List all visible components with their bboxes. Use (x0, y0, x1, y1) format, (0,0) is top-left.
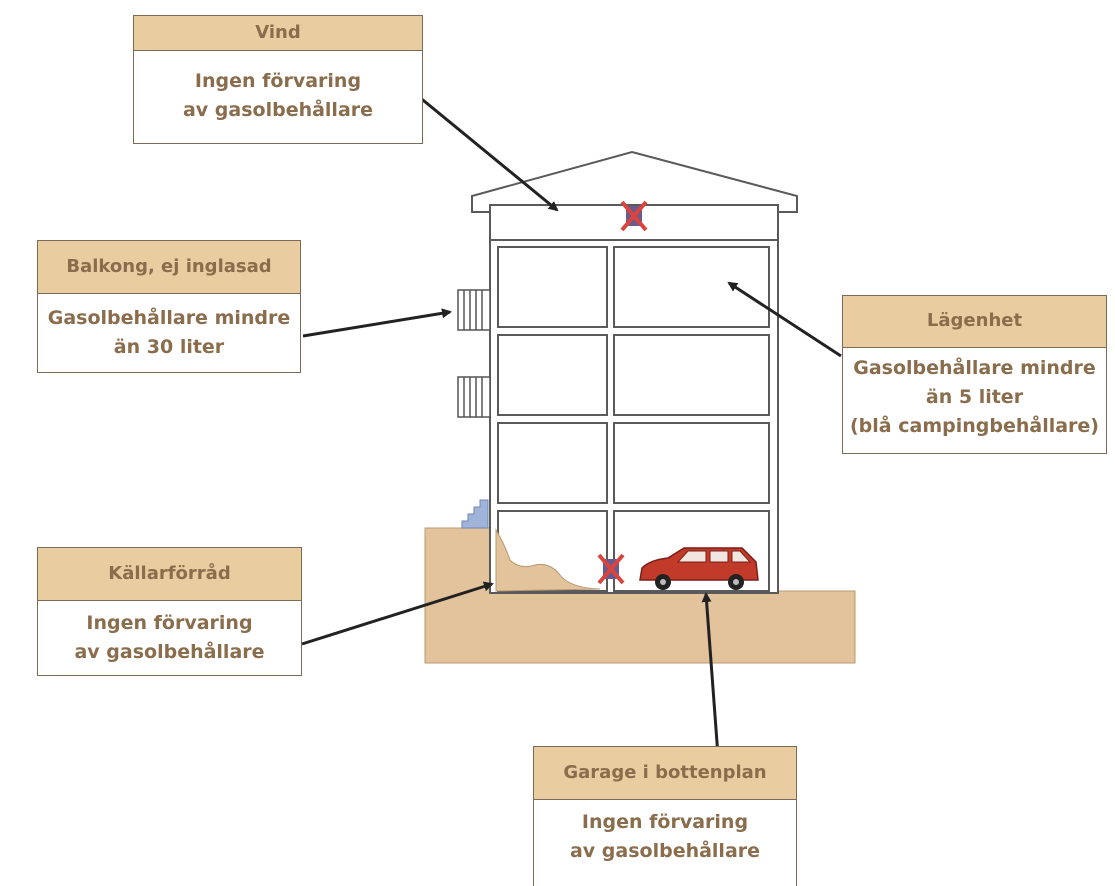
callout-text: Gasolbehållare mindre än 30 liter (47, 307, 291, 358)
callout-title: Källarförråd (38, 548, 301, 601)
callout-title: Balkong, ej inglasad (38, 241, 300, 294)
callout-vind: Vind Ingen förvaring av gasolbehållare (133, 15, 423, 144)
callout-text: Gasolbehållare mindre än 5 liter (blå ca… (850, 357, 1099, 437)
arrow-kallarforrad (301, 581, 494, 646)
balcony-lower (457, 376, 491, 418)
car-icon (639, 547, 759, 590)
callout-text: Ingen förvaring av gasolbehållare (182, 70, 374, 121)
callout-lagenhet: Lägenhet Gasolbehållare mindre än 5 lite… (842, 295, 1107, 454)
callout-title: Garage i bottenplan (534, 747, 796, 800)
prohibition-icon (620, 200, 648, 232)
balcony-upper (457, 289, 491, 331)
callout-kallarforrad: Källarförråd Ingen förvaring av gasolbeh… (37, 547, 302, 676)
arrow-garage (701, 592, 720, 757)
callout-garage: Garage i bottenplan Ingen förvaring av g… (533, 746, 797, 886)
callout-title: Lägenhet (843, 296, 1106, 348)
arrow-vind (417, 94, 559, 212)
entrance-stairs (461, 499, 489, 529)
building (471, 150, 798, 594)
prohibition-icon (597, 553, 625, 585)
callout-text: Ingen förvaring av gasolbehållare (74, 612, 265, 663)
callout-text: Ingen förvaring av gasolbehållare (569, 811, 761, 862)
callout-title: Vind (134, 16, 422, 51)
arrow-lagenhet (727, 281, 842, 358)
arrows (301, 94, 842, 757)
arrow-balkong (302, 308, 452, 338)
callout-balkong: Balkong, ej inglasad Gasolbehållare mind… (37, 240, 301, 373)
basement-earth (495, 528, 601, 592)
